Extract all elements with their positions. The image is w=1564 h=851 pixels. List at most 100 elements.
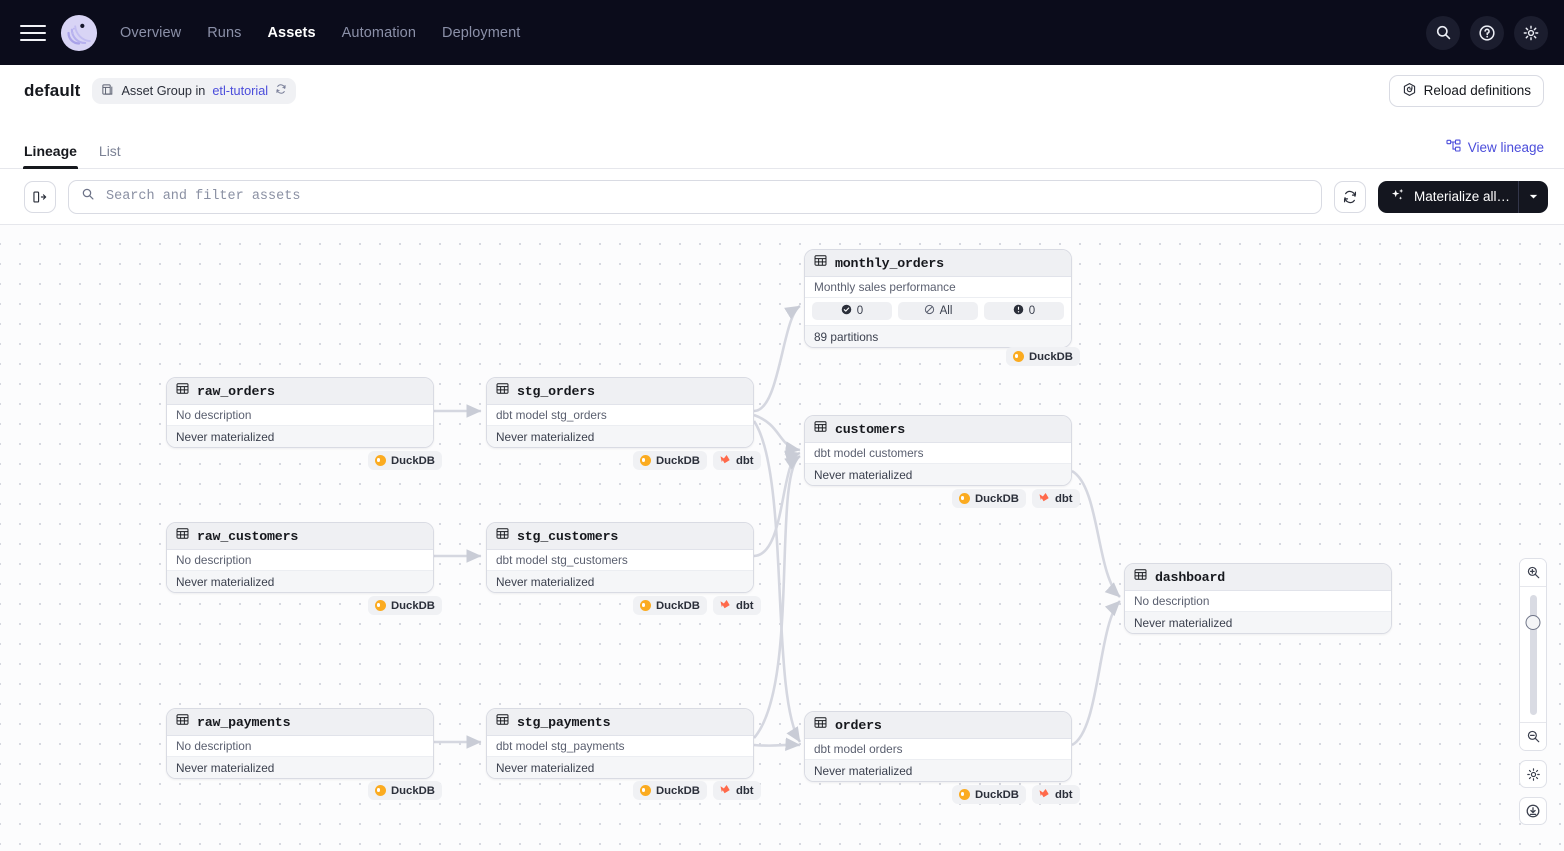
table-icon — [176, 527, 189, 545]
top-navigation-bar: Overview Runs Assets Automation Deployme… — [0, 0, 1564, 65]
view-lineage-link[interactable]: View lineage — [1446, 139, 1544, 168]
asset-node-header: raw_orders — [167, 378, 433, 405]
duckdb-icon — [375, 455, 386, 466]
edge-orders-dashboard — [1071, 600, 1121, 747]
materialize-all-label: Materialize all… — [1414, 189, 1511, 204]
dbt-icon — [720, 784, 731, 798]
tab-lineage[interactable]: Lineage — [23, 144, 78, 169]
tag-label: dbt — [735, 784, 754, 797]
hamburger-menu-icon[interactable] — [20, 20, 46, 46]
asset-node-header: stg_payments — [487, 709, 753, 736]
tag-duckdb[interactable]: DuckDB — [1006, 347, 1080, 366]
asset-node-customers[interactable]: customers dbt model customers Never mate… — [804, 415, 1072, 486]
nav-link-overview[interactable]: Overview — [120, 24, 182, 41]
tabs-row: Lineage List View lineage — [0, 116, 1564, 169]
stat-failed[interactable]: 0 — [984, 302, 1064, 320]
asset-node-raw_orders[interactable]: raw_orders No description Never material… — [166, 377, 434, 448]
tag-dbt[interactable]: dbt — [712, 451, 761, 470]
search-input[interactable] — [104, 188, 1309, 205]
tag-duckdb[interactable]: DuckDB — [633, 451, 707, 470]
asset-node-dashboard[interactable]: dashboard No description Never materiali… — [1124, 563, 1392, 634]
zoom-slider[interactable] — [1520, 587, 1546, 722]
asset-group-pill[interactable]: Asset Group in etl-tutorial — [92, 77, 297, 104]
asset-node-stg_payments[interactable]: stg_payments dbt model stg_payments Neve… — [486, 708, 754, 779]
nav-link-deployment[interactable]: Deployment — [442, 24, 521, 41]
settings-gear-icon[interactable] — [1514, 15, 1548, 50]
nav-link-runs[interactable]: Runs — [207, 24, 242, 41]
fit-to-screen-icon[interactable] — [1519, 797, 1547, 825]
stat-missing-value: All — [939, 305, 953, 317]
lineage-graph-canvas[interactable]: monthly_orders Monthly sales performance… — [0, 225, 1564, 851]
edge-stg_orders-monthly_orders — [753, 304, 801, 413]
check-circle-icon — [841, 304, 852, 318]
tag-label: DuckDB — [391, 784, 435, 797]
tag-duckdb[interactable]: DuckDB — [633, 781, 707, 800]
edge-stg_payments-customers — [753, 454, 801, 739]
asset-node-header: stg_orders — [487, 378, 753, 405]
asset-node-header: raw_customers — [167, 523, 433, 550]
tag-dbt[interactable]: dbt — [712, 596, 761, 615]
asset-node-raw_customers[interactable]: raw_customers No description Never mater… — [166, 522, 434, 593]
dagster-logo-icon[interactable] — [60, 14, 98, 52]
tab-list[interactable]: List — [98, 143, 121, 159]
help-icon[interactable] — [1470, 15, 1504, 50]
asset-node-orders[interactable]: orders dbt model orders Never materializ… — [804, 711, 1072, 782]
divider — [1520, 586, 1546, 587]
refresh-icon[interactable] — [275, 83, 287, 98]
tag-duckdb[interactable]: DuckDB — [952, 489, 1026, 508]
asset-node-header: stg_customers — [487, 523, 753, 550]
tag-label: DuckDB — [975, 492, 1019, 505]
tag-dbt[interactable]: dbt — [1031, 785, 1080, 804]
tag-label: dbt — [735, 454, 754, 467]
nav-link-assets[interactable]: Assets — [267, 24, 316, 41]
nav-link-automation[interactable]: Automation — [341, 24, 417, 41]
asset-node-description: dbt model orders — [805, 739, 1071, 760]
tag-duckdb[interactable]: DuckDB — [368, 596, 442, 615]
asset-node-header: raw_payments — [167, 709, 433, 736]
asset-group-link[interactable]: etl-tutorial — [212, 83, 269, 98]
tag-label: dbt — [1054, 492, 1073, 505]
search-assets-field[interactable] — [68, 179, 1322, 214]
tag-label: DuckDB — [656, 454, 700, 467]
asset-node-description: No description — [1125, 591, 1391, 612]
tag-duckdb[interactable]: DuckDB — [952, 785, 1026, 804]
materialize-all-button[interactable]: Materialize all… — [1378, 180, 1518, 213]
asset-tags-monthly_orders: DuckDB — [1006, 347, 1080, 366]
chevron-down-icon[interactable] — [1518, 180, 1548, 213]
edge-stg_orders-customers — [753, 413, 801, 455]
page-title: default — [24, 80, 81, 100]
stat-missing[interactable]: All — [898, 302, 978, 320]
asset-node-header: customers — [805, 416, 1071, 443]
asset-node-partition-stats: 0 All 0 — [805, 298, 1071, 326]
tag-label: DuckDB — [391, 599, 435, 612]
graph-settings-gear-icon[interactable] — [1519, 760, 1547, 788]
table-icon — [496, 713, 509, 731]
tag-duckdb[interactable]: DuckDB — [368, 451, 442, 470]
asset-node-raw_payments[interactable]: raw_payments No description Never materi… — [166, 708, 434, 779]
reload-definitions-button[interactable]: Reload definitions — [1388, 74, 1544, 107]
tag-duckdb[interactable]: DuckDB — [633, 596, 707, 615]
edge-customers-dashboard — [1071, 469, 1121, 598]
zoom-out-icon[interactable] — [1520, 723, 1546, 750]
duckdb-icon — [959, 789, 970, 800]
zoom-slider-thumb[interactable] — [1525, 615, 1541, 630]
asset-tags-customers: DuckDB dbt — [952, 489, 1080, 508]
zoom-in-icon[interactable] — [1520, 559, 1546, 586]
tag-dbt[interactable]: dbt — [712, 781, 761, 800]
stat-materialized[interactable]: 0 — [812, 302, 892, 320]
panel-toggle-icon[interactable] — [24, 180, 56, 213]
dbt-icon — [720, 599, 731, 613]
refresh-graph-button[interactable] — [1334, 180, 1366, 213]
tag-duckdb[interactable]: DuckDB — [368, 781, 442, 800]
asset-node-monthly_orders[interactable]: monthly_orders Monthly sales performance… — [804, 249, 1072, 348]
asset-group-prefix: Asset Group in — [121, 83, 206, 98]
asset-node-status: Never materialized — [487, 757, 753, 778]
zoom-slider-group — [1519, 558, 1547, 751]
asset-node-status: Never materialized — [167, 426, 433, 447]
asset-node-stg_orders[interactable]: stg_orders dbt model stg_orders Never ma… — [486, 377, 754, 448]
tag-dbt[interactable]: dbt — [1031, 489, 1080, 508]
asset-tags-raw_payments: DuckDB — [368, 781, 442, 800]
duckdb-icon — [640, 785, 651, 796]
search-icon[interactable] — [1426, 15, 1460, 50]
asset-node-stg_customers[interactable]: stg_customers dbt model stg_customers Ne… — [486, 522, 754, 593]
